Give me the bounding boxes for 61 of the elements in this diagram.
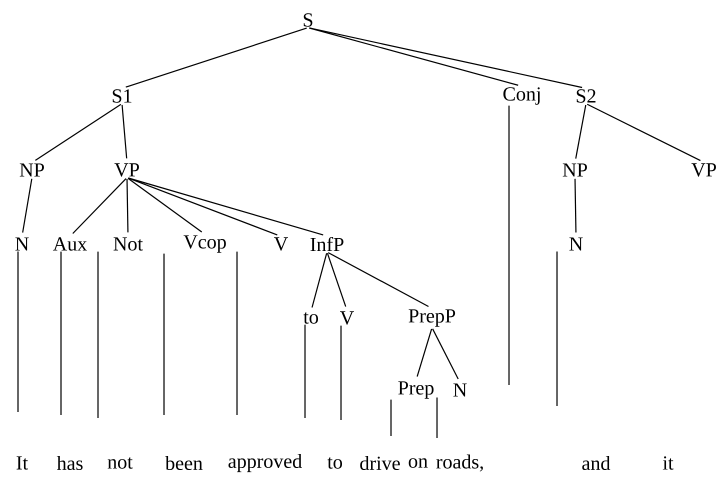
tree-branch (416, 328, 432, 377)
tree-branch (126, 28, 307, 88)
category-label: V (340, 311, 354, 325)
category-label: V (274, 237, 288, 251)
leaf-line (17, 251, 19, 412)
word-label: to (327, 457, 342, 469)
tree-branch (574, 178, 577, 233)
category-label: to (303, 312, 318, 324)
tree-branch (309, 27, 518, 86)
category-label: N (453, 383, 467, 397)
word-label: it (662, 456, 674, 470)
tree-branch (326, 253, 346, 307)
leaf-line (97, 252, 99, 418)
tree-branch (22, 178, 32, 233)
word-label: on (408, 458, 428, 468)
category-label: Aux (52, 237, 87, 251)
category-label: S1 (112, 89, 132, 103)
category-label: VP (691, 163, 716, 177)
word-label: approved (228, 454, 302, 472)
leaf-line (436, 398, 438, 438)
leaf-line (340, 326, 342, 420)
category-label: S (304, 13, 312, 27)
tree-branch (126, 178, 129, 232)
word-label: roads, (436, 454, 483, 472)
leaf-line (304, 324, 306, 418)
category-label: N (15, 237, 29, 251)
tree-branch (122, 104, 128, 158)
leaf-line (163, 254, 165, 415)
tree-branch (128, 178, 278, 236)
leaf-line (508, 106, 510, 385)
category-label: InfP (310, 236, 344, 252)
category-label: Vcop (184, 235, 226, 253)
tree-branch (311, 253, 328, 308)
category-label: PrepP (408, 309, 456, 327)
tree-branch (72, 178, 126, 234)
word-label: It (16, 456, 28, 470)
leaf-line (236, 252, 238, 415)
category-label: Conj (503, 87, 540, 105)
tree-branch (432, 328, 459, 380)
category-label: NP (20, 163, 44, 177)
word-label: drive (360, 456, 400, 470)
category-label: Not (114, 237, 143, 251)
leaf-line (556, 251, 558, 406)
leaf-line (60, 252, 62, 415)
category-label: VP (114, 163, 139, 177)
category-label: S2 (576, 89, 596, 103)
category-label: NP (562, 163, 587, 177)
leaf-line (390, 400, 392, 436)
word-label: not (108, 457, 133, 469)
tree-branch (309, 27, 582, 88)
category-label: N (569, 237, 583, 251)
tree-branch (586, 104, 701, 162)
word-label: been (165, 456, 203, 470)
tree-branch (128, 178, 202, 233)
category-label: Prep (398, 381, 434, 399)
tree-branch (35, 104, 122, 161)
word-label: has (56, 456, 83, 470)
tree-branch (328, 252, 429, 308)
word-label: and (582, 456, 610, 470)
tree-branch (575, 104, 586, 159)
tree-branch (128, 177, 324, 236)
